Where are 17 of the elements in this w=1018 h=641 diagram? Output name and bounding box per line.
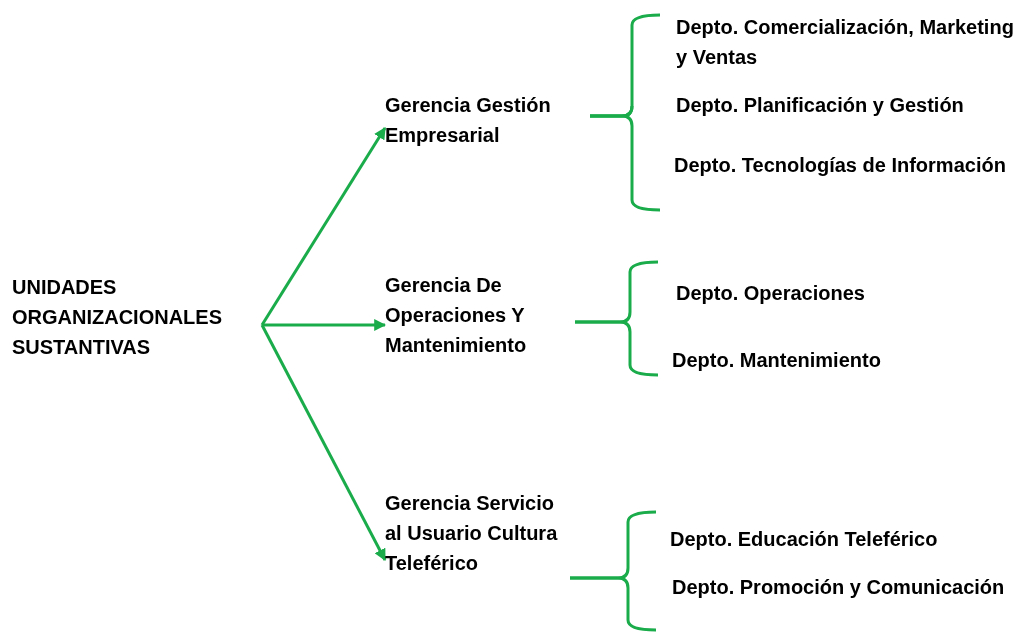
node-label: Gerencia De Operaciones Y Mantenimiento — [385, 273, 528, 358]
node-label: Depto. Tecnologías de Información — [674, 153, 1007, 178]
brace-connector — [590, 114, 661, 212]
node-label: Gerencia Gestión Empresarial — [385, 93, 552, 148]
arrow — [260, 127, 387, 326]
node-label: Depto. Mantenimiento — [672, 348, 882, 373]
node-label: Depto. Planificación y Gestión — [676, 93, 965, 118]
node-label: UNIDADES ORGANIZACIONALES SUSTANTIVAS — [12, 275, 223, 360]
node-label: Gerencia Servicio al Usuario Cultura Teleférico — [385, 491, 559, 576]
node-label: Depto. Comercialización, Marketing y Ventas — [676, 15, 1015, 70]
arrow — [260, 324, 387, 562]
arrow — [262, 319, 387, 331]
brace-connector — [570, 576, 657, 632]
brace-connector — [575, 320, 659, 377]
node-label: Depto. Promoción y Comunicación — [672, 575, 1006, 600]
node-label: Depto. Educación Teleférico — [670, 527, 939, 552]
node-label: Depto. Operaciones — [676, 281, 866, 306]
